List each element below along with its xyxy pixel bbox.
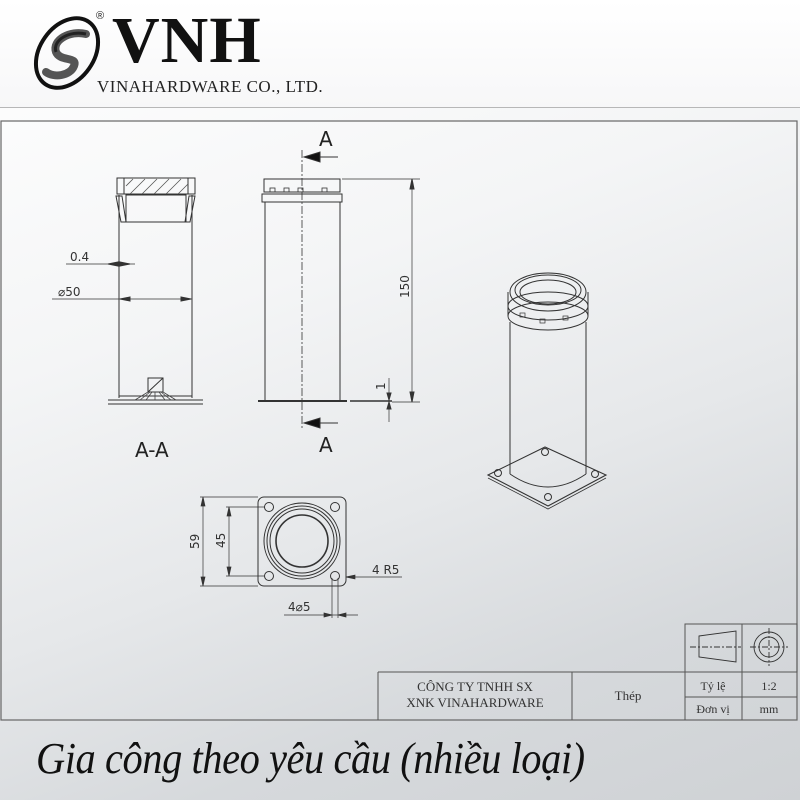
dim-height: 150 (398, 275, 412, 298)
top-view (200, 496, 402, 618)
dim-hole-spacing: 45 (214, 533, 228, 548)
section-marker-top: A (319, 127, 333, 151)
dim-hole-diameter: 4⌀5 (288, 600, 311, 614)
title-company-line2: XNK VINAHARDWARE (406, 695, 543, 710)
title-unit-value: mm (760, 702, 779, 716)
section-view (52, 177, 203, 405)
section-view-label: A-A (135, 438, 169, 462)
isometric-view (486, 272, 608, 510)
title-scale-value: 1:2 (761, 679, 776, 693)
company-name: VINAHARDWARE CO., LTD. (97, 77, 324, 96)
dim-corner-radius: 4 R5 (372, 563, 399, 577)
dim-wall-thickness: 0.4 (70, 250, 89, 264)
brand-logo-text: VNH (112, 4, 262, 77)
vnh-logo-icon (33, 16, 101, 90)
dim-plate-outer: 59 (188, 534, 202, 549)
title-company-line1: CÔNG TY TNHH SX (417, 679, 533, 694)
title-unit-label: Đơn vị (696, 702, 730, 716)
header (0, 0, 800, 108)
dim-diameter: ⌀50 (58, 285, 81, 299)
title-material: Thép (615, 688, 642, 703)
title-block (377, 623, 798, 720)
drawing-frame (0, 120, 798, 721)
title-scale-label: Tỷ lệ (701, 679, 726, 693)
footer-caption: Gia công theo yêu cầu (nhiều loại) (36, 734, 585, 783)
projection-symbol-icon (690, 628, 788, 666)
front-view (258, 150, 420, 430)
dim-base-thickness: 1 (374, 382, 388, 390)
header-divider (0, 107, 800, 108)
registered-mark: ® (96, 10, 105, 22)
section-marker-bottom: A (319, 433, 333, 457)
